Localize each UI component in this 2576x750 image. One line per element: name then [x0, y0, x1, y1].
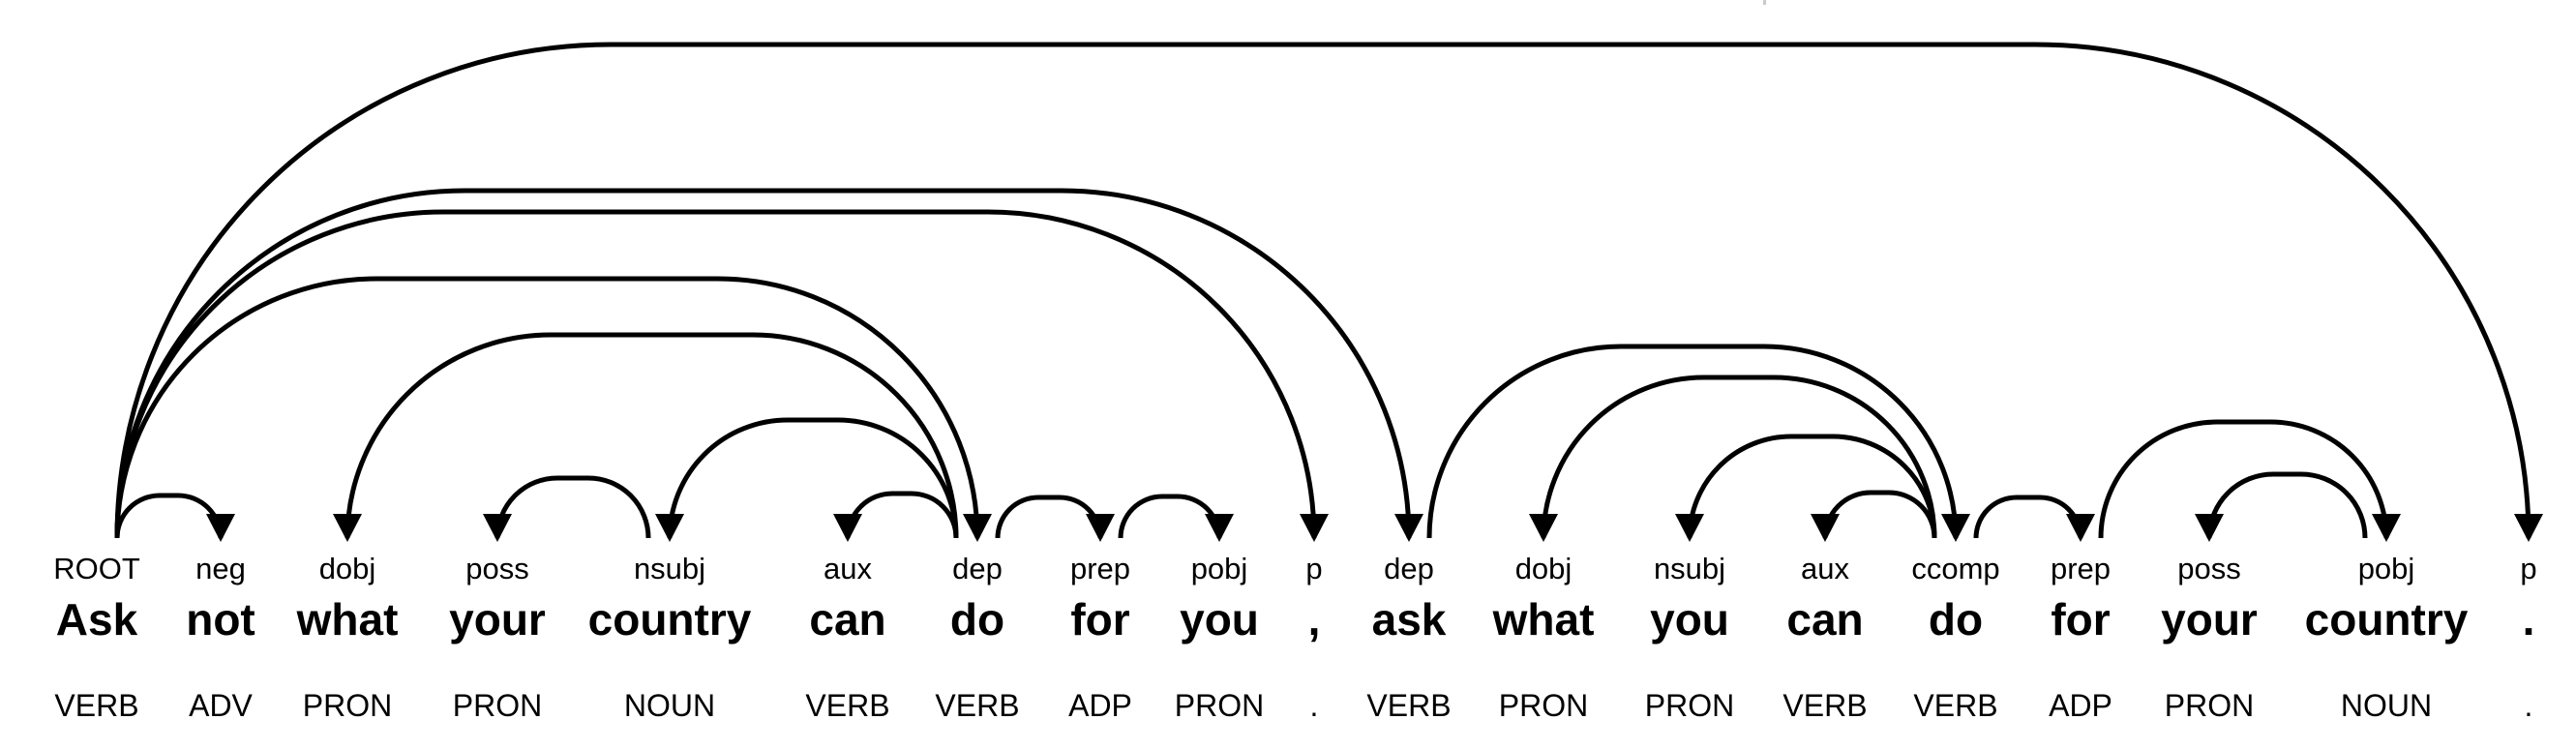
pos-tag-5: VERB	[805, 688, 889, 723]
token-word-2: what	[296, 594, 399, 645]
dep-label-18: p	[2520, 552, 2536, 585]
token-word-10: ask	[1372, 594, 1447, 645]
dep-label-12: nsubj	[1654, 552, 1725, 585]
dep-label-15: prep	[2051, 552, 2111, 585]
token-word-15: for	[2051, 594, 2110, 645]
token-word-4: country	[588, 594, 752, 645]
arc-arrowhead-icon	[833, 514, 862, 542]
arc-arrowhead-icon	[1205, 514, 1234, 542]
arc-arrowhead-icon	[2514, 514, 2543, 542]
token-word-3: your	[449, 594, 546, 645]
token-word-0: Ask	[56, 594, 138, 645]
token-word-6: do	[950, 594, 1004, 645]
arc-arrowhead-icon	[1300, 514, 1329, 542]
dep-label-17: pobj	[2358, 552, 2415, 585]
arcs-layer	[114, 42, 2543, 542]
pos-tag-8: PRON	[1175, 688, 1264, 723]
dep-label-11: dobj	[1515, 552, 1573, 585]
dependency-arc-pobj-7	[1118, 494, 1222, 539]
pos-tag-16: PRON	[2165, 688, 2254, 723]
dep-label-7: prep	[1070, 552, 1130, 585]
token-word-9: ,	[1308, 594, 1321, 645]
pos-tag-12: PRON	[1645, 688, 1734, 723]
dep-label-10: dep	[1384, 552, 1434, 585]
arc-arrowhead-icon	[655, 514, 684, 542]
token-word-17: country	[2305, 594, 2469, 645]
token-word-8: you	[1180, 594, 1259, 645]
dependency-arc-pobj-16	[2098, 419, 2389, 539]
pos-tag-4: NOUN	[624, 688, 715, 723]
token-word-5: can	[809, 594, 885, 645]
token-word-14: do	[1929, 594, 1983, 645]
pos-tag-7: ADP	[1068, 688, 1132, 723]
arc-arrowhead-icon	[1086, 514, 1115, 542]
dep-label-16: poss	[2177, 552, 2240, 585]
arc-arrowhead-icon	[1675, 514, 1704, 542]
dependency-arc-neg-0	[114, 493, 224, 539]
pos-tag-14: VERB	[1913, 688, 1997, 723]
token-word-13: can	[1786, 594, 1863, 645]
arc-arrowhead-icon	[2066, 514, 2095, 542]
pos-tag-6: VERB	[935, 688, 1019, 723]
dep-label-14: ccomp	[1911, 552, 1999, 585]
dependency-arc-p-8	[114, 209, 1317, 539]
dep-label-2: dobj	[319, 552, 376, 585]
dep-label-4: nsubj	[634, 552, 705, 585]
arc-arrowhead-icon	[2372, 514, 2401, 542]
token-word-16: your	[2161, 594, 2258, 645]
pos-tag-18: .	[2525, 688, 2533, 723]
arc-arrowhead-icon	[1394, 514, 1423, 542]
dependency-arc-dobj-10	[1541, 375, 1937, 539]
arc-arrowhead-icon	[1811, 514, 1840, 542]
token-word-18: .	[2523, 594, 2535, 645]
arc-arrowhead-icon	[333, 514, 362, 542]
pos-tag-11: PRON	[1499, 688, 1588, 723]
arc-arrowhead-icon	[1529, 514, 1558, 542]
pos-tag-10: VERB	[1366, 688, 1451, 723]
dep-label-1: neg	[195, 552, 246, 585]
arc-arrowhead-icon	[483, 514, 512, 542]
pos-tag-2: PRON	[303, 688, 392, 723]
arc-arrowhead-icon	[963, 514, 992, 542]
pos-tag-0: VERB	[54, 688, 138, 723]
dependency-arc-nsubj-3	[667, 417, 959, 539]
pos-tag-3: PRON	[453, 688, 542, 723]
pos-tag-15: ADP	[2049, 688, 2112, 723]
dependency-arc-prep-6	[995, 495, 1103, 539]
dep-label-13: aux	[1801, 552, 1849, 585]
token-word-7: for	[1070, 594, 1129, 645]
arc-arrowhead-icon	[206, 514, 235, 542]
pos-tag-1: ADV	[189, 688, 253, 723]
dependency-arc-prep-14	[1973, 495, 2083, 539]
pos-tag-13: VERB	[1782, 688, 1867, 723]
dep-label-9: p	[1305, 552, 1322, 585]
stray-mark	[1763, 0, 1766, 5]
dependency-arc-poss-2	[494, 475, 651, 539]
dependency-arc-dep-9	[114, 188, 1412, 539]
pos-tag-17: NOUN	[2341, 688, 2432, 723]
arc-arrowhead-icon	[2195, 514, 2224, 542]
dependency-arc-ccomp-13	[1426, 344, 1959, 539]
token-word-12: you	[1650, 594, 1729, 645]
pos-tag-9: .	[1310, 688, 1319, 723]
dep-label-3: poss	[465, 552, 528, 585]
dependency-arc-p-17	[114, 42, 2531, 539]
dependency-arc-nsubj-11	[1687, 434, 1937, 539]
dependency-arc-dobj-1	[344, 332, 959, 539]
dependency-arc-poss-15	[2206, 471, 2368, 539]
dep-label-0: ROOT	[53, 552, 140, 585]
dependency-arc-aux-12	[1822, 490, 1937, 539]
token-word-11: what	[1492, 594, 1595, 645]
dep-label-6: dep	[952, 552, 1003, 585]
dependency-arc-aux-4	[845, 491, 959, 539]
arc-arrowhead-icon	[1941, 514, 1970, 542]
dep-label-5: aux	[824, 552, 872, 585]
dependency-arc-dep-5	[114, 276, 980, 539]
dep-label-8: pobj	[1191, 552, 1248, 585]
token-word-1: not	[186, 594, 255, 645]
